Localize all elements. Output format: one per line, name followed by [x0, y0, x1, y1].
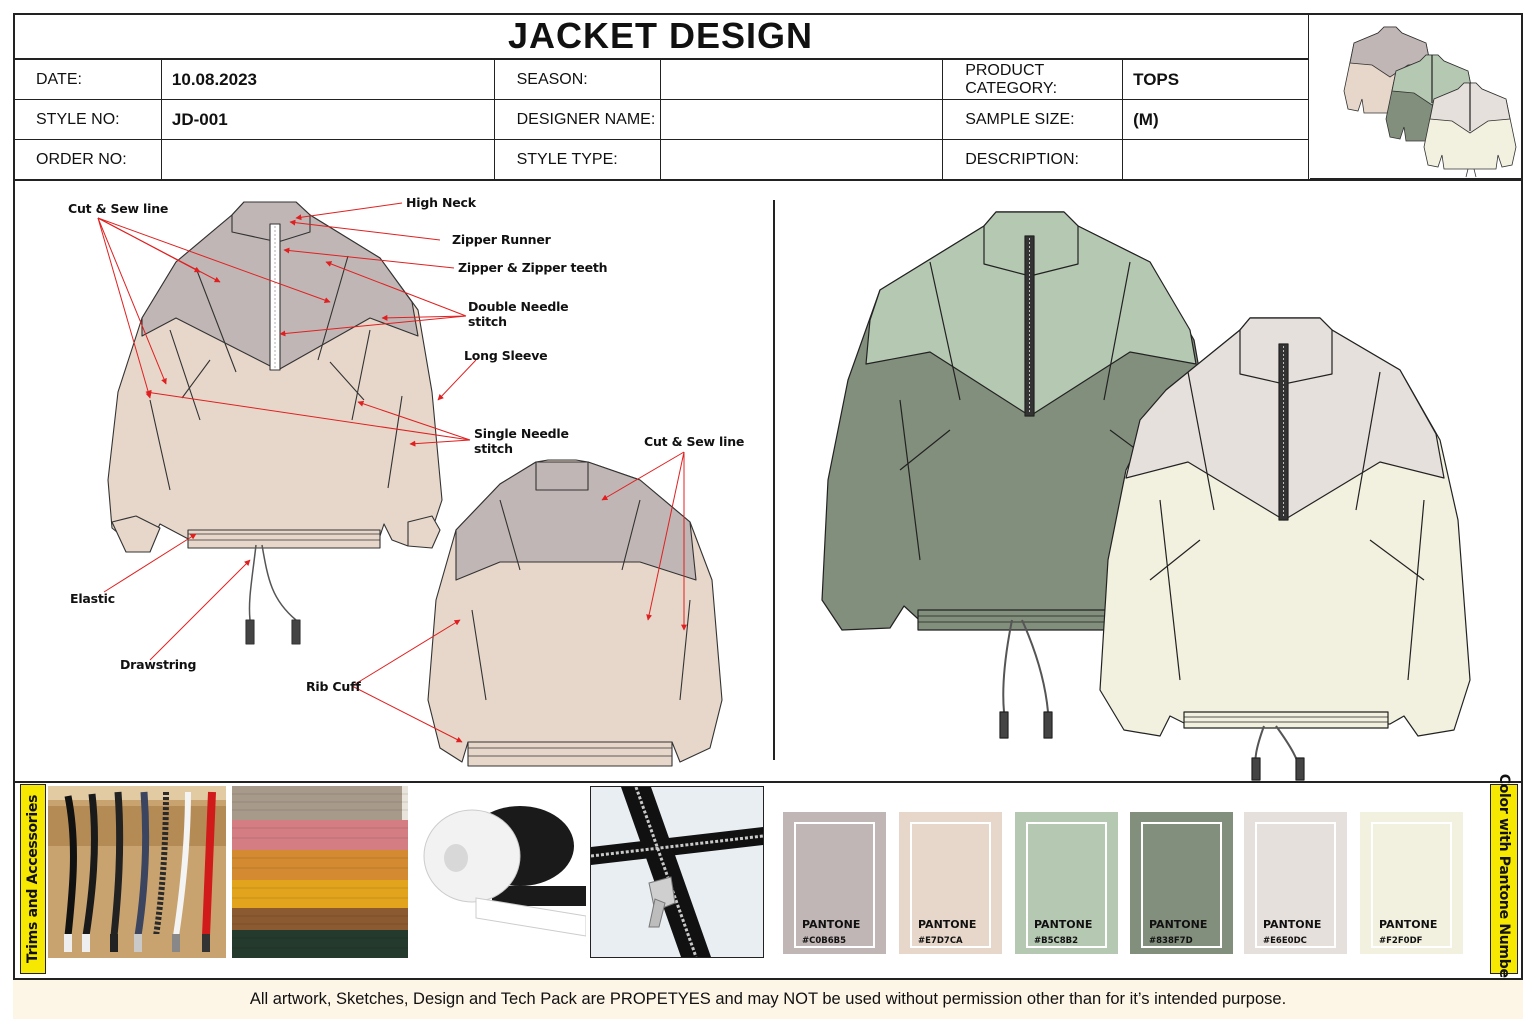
callout-zipper-runner: Zipper Runner — [452, 232, 551, 247]
category-value: TOPS — [1122, 59, 1309, 100]
pantone-swatch-3: PANTONE #B5C8B2 — [1015, 812, 1118, 954]
callout-single-needle-line1: Single Needle — [474, 426, 569, 441]
callout-high-neck: High Neck — [406, 195, 476, 210]
spec-info-table: DATE: 10.08.2023 SEASON: PRODUCT CATEGOR… — [13, 59, 1309, 180]
description-label: DESCRIPTION: — [942, 139, 1124, 180]
pantone-swatch-2-code: #E7D7CA — [918, 936, 963, 946]
sample-size-label: SAMPLE SIZE: — [942, 99, 1124, 140]
style-no-value: JD-001 — [160, 99, 495, 140]
page-title: JACKET DESIGN — [13, 13, 1309, 59]
pantone-swatch-4-code: #838F7D — [1149, 936, 1193, 946]
date-value: 10.08.2023 — [160, 59, 495, 100]
style-no-label: STYLE NO: — [13, 99, 162, 140]
pantone-swatch-3-frame: PANTONE #B5C8B2 — [1026, 822, 1107, 948]
callout-double-needle-line1: Double Needle — [468, 299, 569, 314]
pantone-swatch-6: PANTONE #F2F0DF — [1360, 812, 1463, 954]
pantone-swatch-1-frame: PANTONE #C0B6B5 — [794, 822, 875, 948]
pantone-swatch-3-word: PANTONE — [1034, 918, 1093, 931]
trims-accessories-text: Trims and Accessories — [25, 794, 41, 964]
callout-single-needle: Single Needle stitch — [474, 426, 569, 456]
pantone-color-label: Color with Pantone Number — [1490, 774, 1518, 984]
callout-double-needle-line2: stitch — [468, 314, 507, 329]
pantone-swatch-6-word: PANTONE — [1379, 918, 1438, 931]
trims-accessories-label: Trims and Accessories — [20, 784, 46, 974]
pantone-swatch-5-frame: PANTONE #E6E0DC — [1255, 822, 1336, 948]
pantone-swatch-6-code: #F2F0DF — [1379, 936, 1423, 946]
pantone-swatch-1: PANTONE #C0B6B5 — [783, 812, 886, 954]
order-no-value — [160, 139, 495, 180]
callout-single-needle-line2: stitch — [474, 441, 513, 456]
elastic-tape-photo — [416, 786, 586, 958]
callout-zipper-teeth: Zipper & Zipper teeth — [458, 260, 608, 275]
pantone-swatch-6-frame: PANTONE #F2F0DF — [1371, 822, 1452, 948]
pantone-swatch-2-word: PANTONE — [918, 918, 977, 931]
pantone-swatch-5: PANTONE #E6E0DC — [1244, 812, 1347, 954]
season-value — [659, 59, 944, 100]
pantone-swatch-1-word: PANTONE — [802, 918, 861, 931]
season-label: SEASON: — [493, 59, 661, 100]
category-label: PRODUCT CATEGORY: — [942, 59, 1124, 100]
callout-elastic: Elastic — [70, 591, 115, 606]
callout-cut-sew-front: Cut & Sew line — [68, 201, 169, 216]
pantone-swatch-3-code: #B5C8B2 — [1034, 936, 1079, 946]
callout-long-sleeve: Long Sleeve — [464, 348, 548, 363]
pantone-swatch-4-frame: PANTONE #838F7D — [1141, 822, 1222, 948]
pantone-swatch-4: PANTONE #838F7D — [1130, 812, 1233, 954]
designer-value — [659, 99, 944, 140]
colorway-cream-sketch — [1099, 317, 1471, 781]
back-view-sketch — [427, 459, 723, 767]
designer-label: DESIGNER NAME: — [493, 99, 661, 140]
callout-rib-cuff: Rib Cuff — [306, 679, 361, 694]
pantone-swatch-2: PANTONE #E7D7CA — [899, 812, 1002, 954]
callout-drawstring: Drawstring — [120, 657, 197, 672]
section-divider-top — [13, 179, 1523, 181]
pantone-swatch-1-code: #C0B6B5 — [802, 936, 847, 946]
callout-arrows — [97, 202, 687, 743]
rib-fabric-photo — [232, 786, 408, 958]
zipper-photo — [590, 786, 764, 958]
callout-cut-sew-back: Cut & Sew line — [644, 434, 745, 449]
sample-size-value: (M) — [1122, 99, 1309, 140]
pantone-color-text: Color with Pantone Number — [1496, 773, 1512, 985]
order-no-label: ORDER NO: — [13, 139, 162, 180]
callout-double-needle: Double Needle stitch — [468, 299, 569, 329]
pantone-swatch-5-code: #E6E0DC — [1263, 936, 1307, 946]
style-type-label: STYLE TYPE: — [493, 139, 661, 180]
pantone-swatch-2-frame: PANTONE #E7D7CA — [910, 822, 991, 948]
technical-sketch-area — [97, 201, 1471, 781]
date-label: DATE: — [13, 59, 162, 100]
front-view-sketch — [107, 201, 443, 645]
pantone-swatch-5-word: PANTONE — [1263, 918, 1322, 931]
drawcord-photo — [48, 786, 226, 958]
colorway-thumbnail — [1310, 13, 1523, 179]
section-divider-vertical — [773, 200, 775, 760]
pantone-swatch-4-word: PANTONE — [1149, 918, 1208, 931]
copyright-footer: All artwork, Sketches, Design and Tech P… — [13, 978, 1523, 1019]
section-divider-bottom — [13, 781, 1523, 783]
style-type-value — [659, 139, 944, 180]
description-value — [1122, 139, 1309, 180]
